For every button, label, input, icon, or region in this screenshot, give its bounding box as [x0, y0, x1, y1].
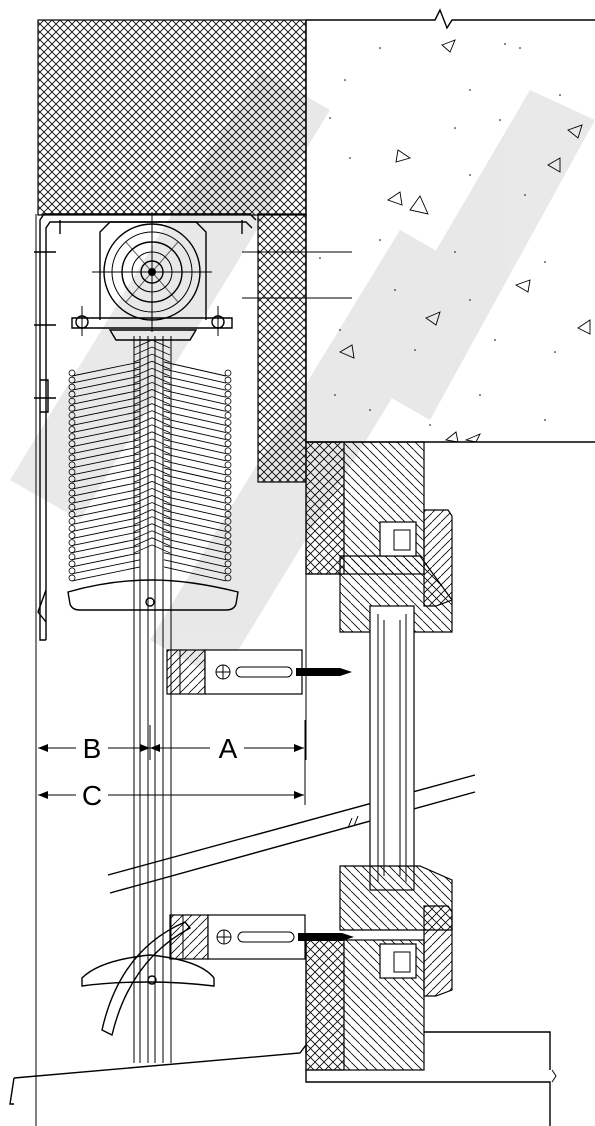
upper-bracket: [166, 649, 352, 695]
masonry-lintel: [37, 19, 307, 216]
shutter-box: [34, 213, 352, 641]
dimension-label-b: B: [83, 733, 102, 764]
bottom-bar: [67, 579, 239, 611]
roller-axle: [71, 212, 233, 341]
dimension-labels: B A C: [76, 733, 244, 811]
window-frame: [305, 441, 557, 1126]
dimension-label-c: C: [82, 780, 102, 811]
insulation-strip: [257, 213, 307, 483]
crank-handle: [81, 921, 215, 1037]
dimension-label-a: A: [219, 733, 238, 764]
